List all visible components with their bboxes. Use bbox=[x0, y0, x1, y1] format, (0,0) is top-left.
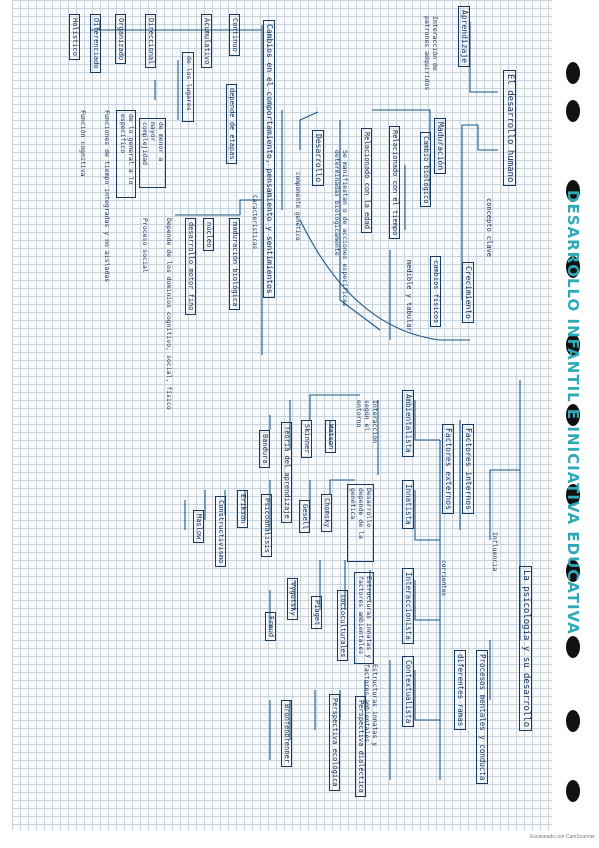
node-teoria-aprendizaje: Teoría del aprendizaje bbox=[281, 422, 292, 523]
binder-hole bbox=[566, 404, 580, 426]
node-procesos-sociales: Proceso social bbox=[141, 218, 149, 273]
node-holistico: Holístico bbox=[69, 14, 80, 60]
node-desarrollo-genetica: Desarrollo depende de la genética bbox=[346, 484, 374, 562]
node-medible: medible y tabular bbox=[405, 260, 413, 332]
binder-hole bbox=[566, 636, 580, 658]
node-cambios-comportamiento: Cambios en el comportamiento, pensamient… bbox=[263, 20, 275, 298]
node-chomsky: Chomsky bbox=[321, 494, 332, 532]
node-root: El desarrollo humano bbox=[503, 70, 516, 187]
label-componente-genetico: componente genético bbox=[294, 172, 301, 241]
node-perspectiva-ecologica: Perspectiva ecológica bbox=[329, 694, 340, 791]
node-desarrollo: Desarrollo bbox=[312, 130, 324, 187]
binder-hole bbox=[566, 334, 580, 356]
page-title: DESARROLLO INFANTIL E INICIATIVA EDUCATI… bbox=[564, 190, 582, 635]
binder-hole bbox=[566, 780, 580, 802]
node-erikson: Erikson bbox=[237, 490, 248, 528]
node-watson: Watson bbox=[325, 420, 336, 454]
node-relacionado-edad: Relacionado con la edad bbox=[361, 128, 372, 233]
label-influencia: Influencia bbox=[491, 532, 499, 572]
node-estructuras-innatas: Estructuras innatas y factores ambiental… bbox=[354, 572, 374, 664]
node-diferenciado: Diferenciado bbox=[90, 14, 101, 73]
node-factores-externos: Factores externos bbox=[442, 424, 454, 514]
node-psicologia: La psicología y su desarrollo bbox=[519, 566, 532, 732]
node-socioculturales: socioculturales bbox=[337, 590, 348, 662]
node-de-lo-general: de los lugares bbox=[182, 52, 194, 122]
node-psicoanalisis: Psicoanálisis bbox=[261, 494, 272, 557]
node-de-menor: depende de etapas bbox=[226, 84, 237, 164]
node-organizado: Organizado bbox=[115, 14, 126, 65]
node-dominios: Depende de los dominios cognitivo, socia… bbox=[165, 218, 173, 410]
node-maduracion-biologica: maduración biológica bbox=[229, 218, 240, 311]
node-ambientalista: Ambientalista bbox=[402, 390, 414, 457]
node-interaccionista: Interaccionista bbox=[402, 568, 414, 644]
node-freud: Freud bbox=[265, 612, 276, 642]
node-factores-internos: Factores internos bbox=[462, 424, 474, 514]
scanner-footer: Escaneado con CamScanner bbox=[530, 834, 596, 840]
node-diferentes-ramas: diferentes ramas bbox=[454, 650, 466, 731]
node-relacionado-tiempo: Relacionado con el tiempo bbox=[389, 126, 400, 240]
node-crecimiento: Crecimiento bbox=[462, 262, 474, 323]
node-nucleo-integrado: Función cognitiva bbox=[79, 110, 87, 177]
binder-hole bbox=[566, 256, 580, 278]
node-piaget: Piaget bbox=[311, 596, 322, 630]
node-contextualista: Contextualista bbox=[402, 656, 414, 728]
node-cambios-fisicos: cambios físicos bbox=[430, 256, 441, 328]
node-desarrollo-motor: desarrollo motor fino bbox=[185, 218, 196, 315]
node-movimientos: Se manifiestan o de acciones específicas… bbox=[333, 150, 349, 307]
node-continuo: Continuo bbox=[229, 14, 240, 56]
binder-hole bbox=[566, 484, 580, 506]
node-maduracion: Maduración bbox=[434, 118, 446, 175]
node-piaget-maslow: Maslow bbox=[193, 510, 204, 544]
label-corrientes: corrientes bbox=[440, 560, 447, 597]
binder-hole bbox=[566, 62, 580, 84]
node-lo-general: de lo general a lo específico bbox=[116, 110, 136, 198]
node-acumulativo: Acumulativo bbox=[201, 14, 212, 69]
node-funciones-tiempo: Funciones de tiempo integradas y no aisl… bbox=[103, 110, 111, 283]
label-caracteristicas: Características bbox=[251, 195, 258, 250]
label-concepto-clave: concepto clave bbox=[485, 198, 493, 258]
node-bandura: Bandura bbox=[259, 430, 270, 468]
node-perspectiva-dialectica: Perspectiva dialéctica bbox=[355, 696, 366, 797]
node-interaccion-entorno: Interacción según el entorno bbox=[355, 400, 379, 444]
binder-hole bbox=[566, 180, 580, 202]
node-interaccion: Interacción de patrones adquiridos bbox=[423, 16, 439, 91]
node-gesell: Gesell bbox=[299, 500, 310, 534]
node-vygotsky: Vygotsky bbox=[287, 578, 298, 620]
node-skinner: Skinner bbox=[301, 420, 312, 458]
node-menor-mayor: de menor a mayor complejidad bbox=[138, 118, 166, 188]
node-cambio-biologico: Cambio biológico bbox=[420, 132, 431, 208]
binder-hole bbox=[566, 100, 580, 122]
node-nucleo: núcleo bbox=[203, 218, 214, 252]
binder-hole bbox=[566, 710, 580, 732]
node-procesos-mentales: Procesos mentales y conducta bbox=[476, 650, 488, 785]
node-bronfenbrenner: Bronfenbrenner bbox=[281, 700, 292, 768]
node-innatista: Innatista bbox=[402, 480, 414, 529]
node-direccional: Direccional bbox=[145, 14, 156, 69]
binder-hole bbox=[566, 560, 580, 582]
node-aprendizaje: Aprendizaje bbox=[458, 6, 470, 67]
node-constructivismo: Constructivismo bbox=[215, 496, 226, 568]
